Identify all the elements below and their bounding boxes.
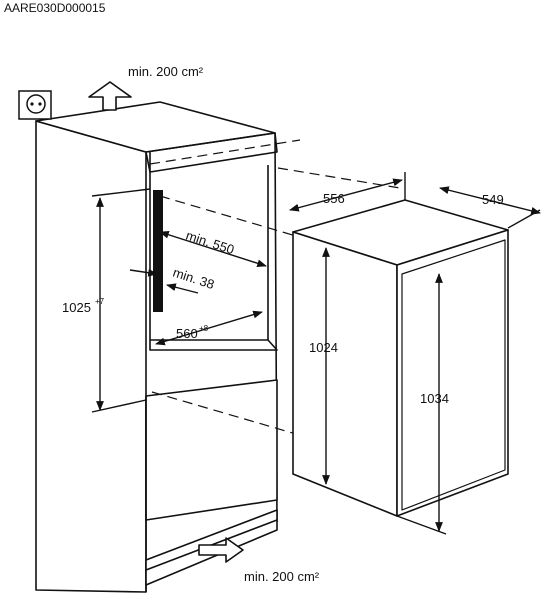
appliance-depth-label: 556 bbox=[323, 191, 345, 206]
door-height-label: 1034 bbox=[420, 391, 449, 406]
airflow-in-arrow-icon bbox=[198, 537, 244, 563]
diagram-code: AARE030D000015 bbox=[4, 1, 106, 15]
niche-height-dimension bbox=[91, 188, 151, 413]
appliance-width-label: 549 bbox=[482, 192, 504, 207]
appliance-body bbox=[292, 199, 509, 517]
niche-depth-dimension bbox=[159, 230, 267, 268]
niche-height-tolerance: +7 bbox=[95, 297, 105, 306]
niche-width-label: 560 bbox=[176, 326, 198, 341]
appliance-depth-dimension bbox=[289, 172, 406, 212]
wall-socket-icon bbox=[18, 90, 52, 120]
vent-top-label: min. 200 cm² bbox=[128, 64, 204, 79]
appliance-width-dimension bbox=[439, 186, 541, 229]
vent-bottom-label: min. 200 cm² bbox=[244, 569, 320, 584]
door-height-dimension bbox=[396, 273, 447, 535]
rear-gap-dimension bbox=[129, 268, 199, 294]
niche-width-tolerance: +8 bbox=[199, 324, 209, 333]
airflow-up-arrow-icon bbox=[88, 81, 132, 111]
niche-depth-label: min. 550 bbox=[184, 228, 236, 258]
body-height-label: 1024 bbox=[309, 340, 338, 355]
niche-cabinet bbox=[35, 101, 278, 593]
niche-height-label: 1025 bbox=[62, 300, 91, 315]
side-support-strip bbox=[153, 190, 163, 312]
niche-width-dimension bbox=[155, 310, 263, 346]
